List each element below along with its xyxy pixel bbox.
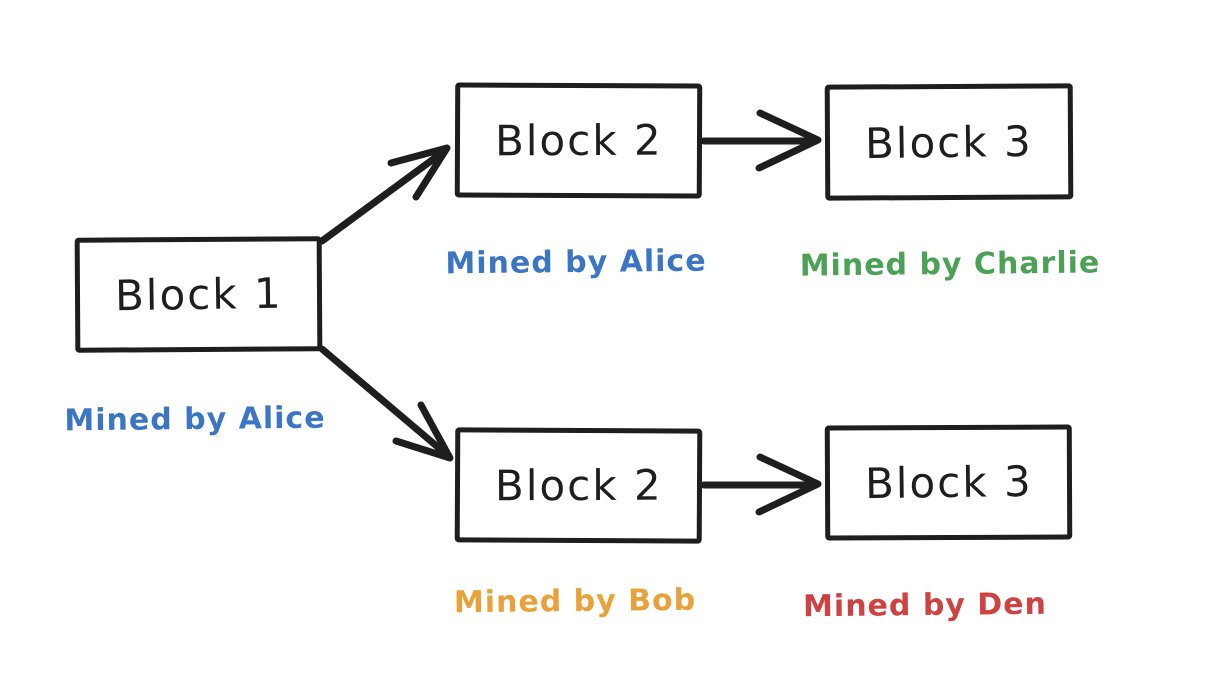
block-2-top: Block 2: [454, 82, 703, 199]
block-3-bottom: Block 3: [824, 424, 1073, 541]
block-1: Block 1: [74, 236, 323, 353]
block-3-bottom-label: Block 3: [864, 456, 1033, 509]
arrow-block2-top-to-block3-top: [700, 109, 822, 172]
block-3-top-label: Block 3: [864, 116, 1034, 168]
arrow-block2-bottom-to-block3-bottom: [700, 453, 822, 516]
block-3-top: Block 3: [824, 83, 1074, 201]
miner-label-block-3-bottom: Mined by Den: [802, 586, 1048, 625]
arrow-block1-to-block2-top: [318, 144, 451, 245]
miner-label-block-3-top: Mined by Charlie: [799, 245, 1101, 284]
arrow-block1-to-block2-bottom: [318, 345, 454, 462]
block-2-top-label: Block 2: [494, 115, 663, 166]
miner-label-block-1: Mined by Alice: [64, 400, 326, 439]
block-1-label: Block 1: [114, 268, 283, 321]
block-2-bottom-label: Block 2: [494, 460, 663, 511]
miner-label-block-2-top: Mined by Alice: [445, 243, 707, 282]
miner-label-block-2-bottom: Mined by Bob: [453, 582, 697, 621]
block-2-bottom: Block 2: [454, 427, 703, 544]
